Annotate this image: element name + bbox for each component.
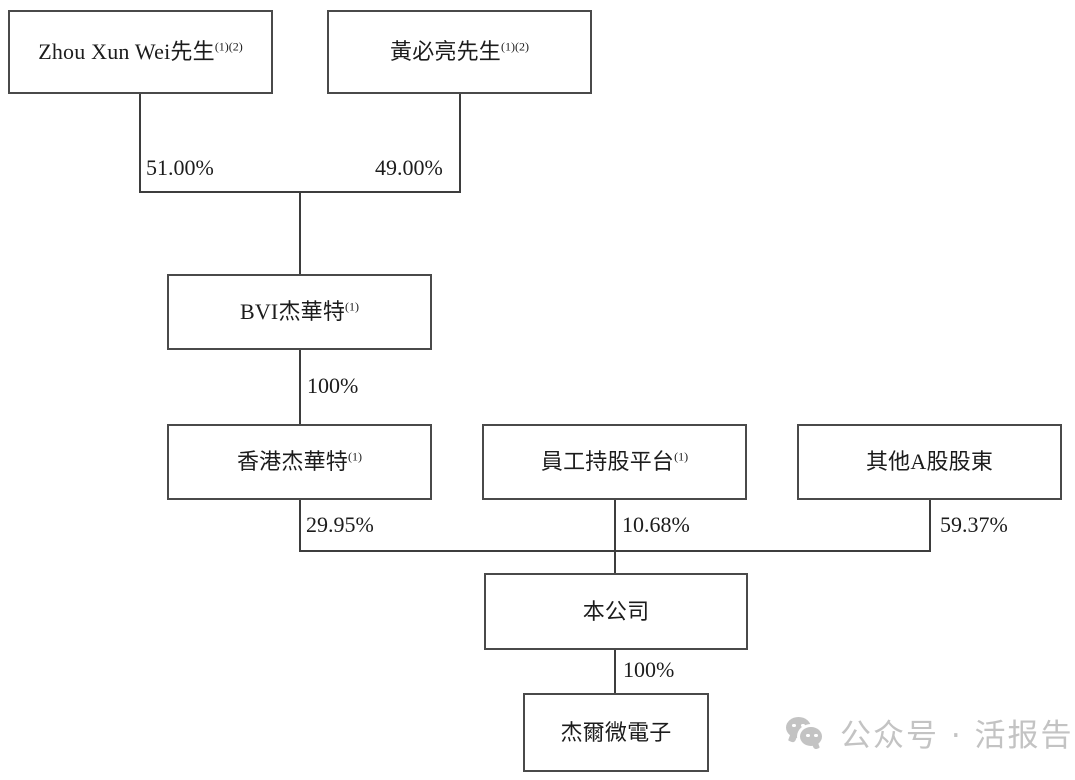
edge-percent-othershare-to-company: 59.37% [940,512,1008,537]
edge-percent-bvi-to-hk: 100% [307,373,359,398]
connector-huang-to-bus [459,93,461,193]
edge-percent-zhou-to-bvi: 51.00% [146,155,214,180]
node-hk-jiehuate: 香港杰華特(1) [167,424,432,500]
node-label-huang-bi-liang: 黃必亮先生(1)(2) [390,39,529,64]
node-label-bvi-jiehuate: BVI杰華特(1) [239,299,360,324]
footnote-marker: (1)(2) [501,39,529,54]
connector-bus-to-bvi [299,191,301,275]
wechat-logo-icon [786,716,826,750]
node-label-zhou-xun-wei: Zhou Xun Wei先生(1)(2) [38,39,243,64]
node-other-a-share: 其他A股股東 [797,424,1062,500]
node-jieer-micro: 杰爾微電子 [523,693,709,772]
connector-zhou-to-bus [139,93,141,193]
footnote-marker: (1) [674,449,689,464]
node-label-hk-jiehuate: 香港杰華特(1) [236,449,362,474]
watermark-text: 公众号 · 活报告 [840,718,1074,754]
connector-hk-to-bus [299,499,301,552]
watermark: 公众号 · 活报告 [786,710,1074,755]
edge-percent-company-to-jieer: 100% [623,657,675,682]
connector-othershare-to-bus [929,499,931,552]
node-zhou-xun-wei: Zhou Xun Wei先生(1)(2) [8,10,273,94]
footnote-marker: (1)(2) [214,39,243,54]
footnote-marker: (1) [348,449,362,464]
node-bvi-jiehuate: BVI杰華特(1) [167,274,432,350]
footnote-marker: (1) [345,299,360,314]
node-employee-platform: 員工持股平台(1) [482,424,747,500]
edge-percent-hk-to-company: 29.95% [306,512,374,537]
node-label-jieer-micro: 杰爾微電子 [560,719,672,745]
connector-bvi-to-hk [299,349,301,425]
node-label-employee-platform: 員工持股平台(1) [540,449,689,474]
edge-percent-platform-to-company: 10.68% [622,512,690,537]
node-label-the-company: 本公司 [582,598,650,624]
connector-company-to-jieer [614,649,616,694]
connector-platform-to-bus [614,499,616,552]
node-huang-bi-liang: 黃必亮先生(1)(2) [327,10,592,94]
connector-bus-to-company [614,550,616,574]
edge-percent-huang-to-bvi: 49.00% [375,155,443,180]
node-label-other-a-share: 其他A股股東 [865,449,994,474]
node-the-company: 本公司 [484,573,748,650]
